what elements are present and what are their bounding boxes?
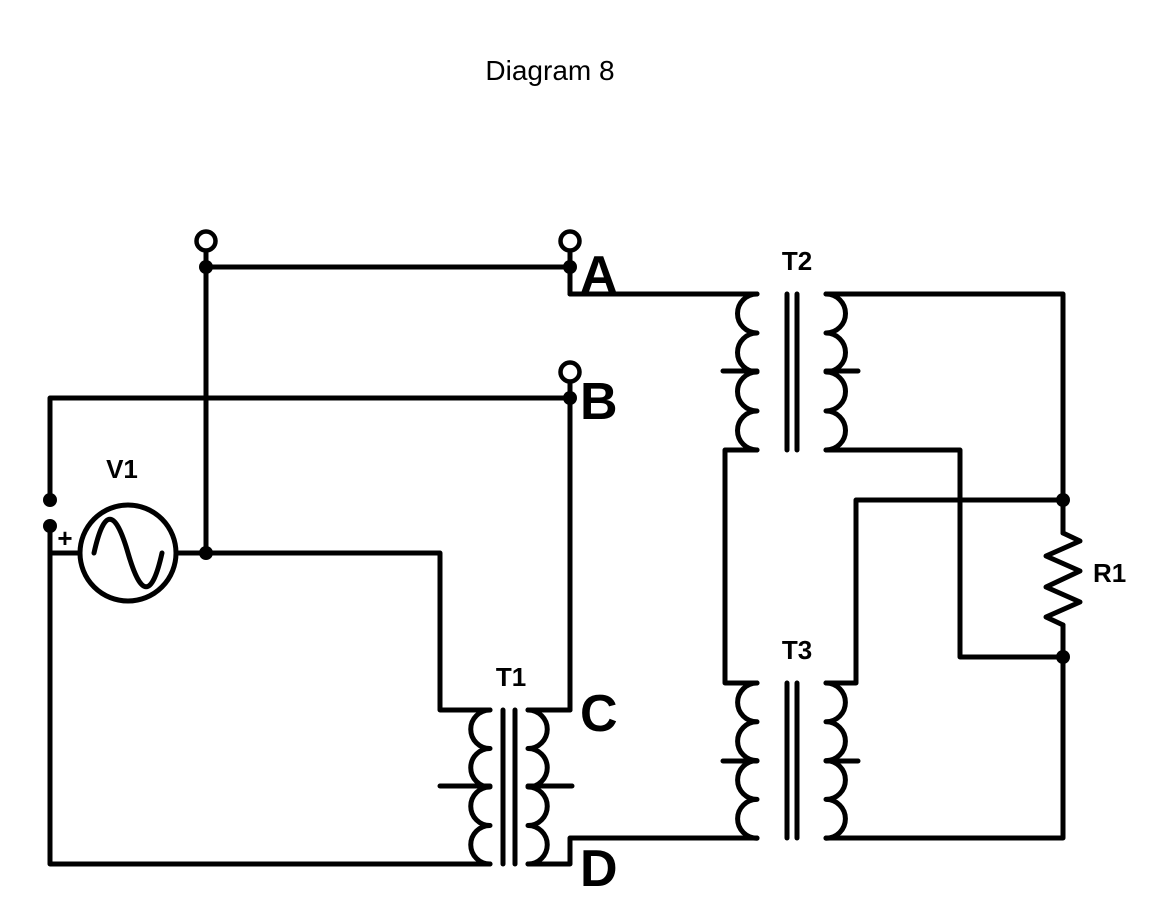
junction-dot: [1056, 650, 1070, 664]
junction-dot: [563, 260, 577, 274]
junction-dot: [1056, 493, 1070, 507]
wire-t2-t3-primary: [722, 447, 760, 686]
open-terminals[interactable]: [194, 229, 582, 384]
open-terminal-b[interactable]: [558, 360, 582, 384]
t3-secondary-coil: [823, 680, 848, 841]
terminal-d-label: D: [580, 840, 618, 898]
resistor-r1[interactable]: R1: [1043, 530, 1126, 628]
wire-v1-to-t1: [173, 550, 493, 713]
v1-plus-sign: +: [57, 523, 72, 553]
wire-b-line: [47, 395, 573, 503]
ac-sine-icon: [91, 517, 165, 589]
v1-label: V1: [106, 454, 138, 484]
t2-primary-coil: [735, 291, 760, 453]
transformer-t3[interactable]: T3: [735, 635, 848, 841]
voltage-source-v1[interactable]: V1 +: [57, 454, 179, 604]
junction-dot: [43, 519, 57, 533]
wire-t2-sec-top: [823, 291, 1066, 503]
wire-t1-d-to-t3: [525, 835, 760, 867]
r1-zigzag: [1043, 530, 1083, 628]
terminal-b-label: B: [580, 373, 618, 431]
t1-secondary-coil: [525, 707, 550, 867]
junction-dot: [43, 493, 57, 507]
transformer-t2[interactable]: T2: [735, 246, 848, 453]
terminal-a-label: A: [580, 246, 618, 304]
t2-secondary-coil: [823, 291, 848, 453]
terminal-c-label: C: [580, 685, 618, 743]
wire-t3-sec-bottom: [823, 654, 1066, 841]
wire-t3-sec-top: [823, 497, 1066, 686]
t1-label: T1: [496, 662, 526, 692]
junction-dot: [199, 260, 213, 274]
open-terminal-top-left[interactable]: [194, 229, 218, 253]
wire-bottom-loop: [47, 550, 493, 867]
t3-primary-coil: [735, 680, 760, 841]
junction-dot: [199, 546, 213, 560]
junction-dot: [563, 391, 577, 405]
t2-label: T2: [782, 246, 812, 276]
open-terminal-a[interactable]: [558, 229, 582, 253]
t3-label: T3: [782, 635, 812, 665]
r1-label: R1: [1093, 558, 1126, 588]
diagram-title: Diagram 8: [485, 55, 614, 86]
t1-primary-coil: [468, 707, 493, 867]
wire-t2-sec-bottom: [823, 447, 1066, 660]
junction-dots: [43, 260, 1070, 664]
transformer-t1[interactable]: T1: [468, 662, 550, 867]
